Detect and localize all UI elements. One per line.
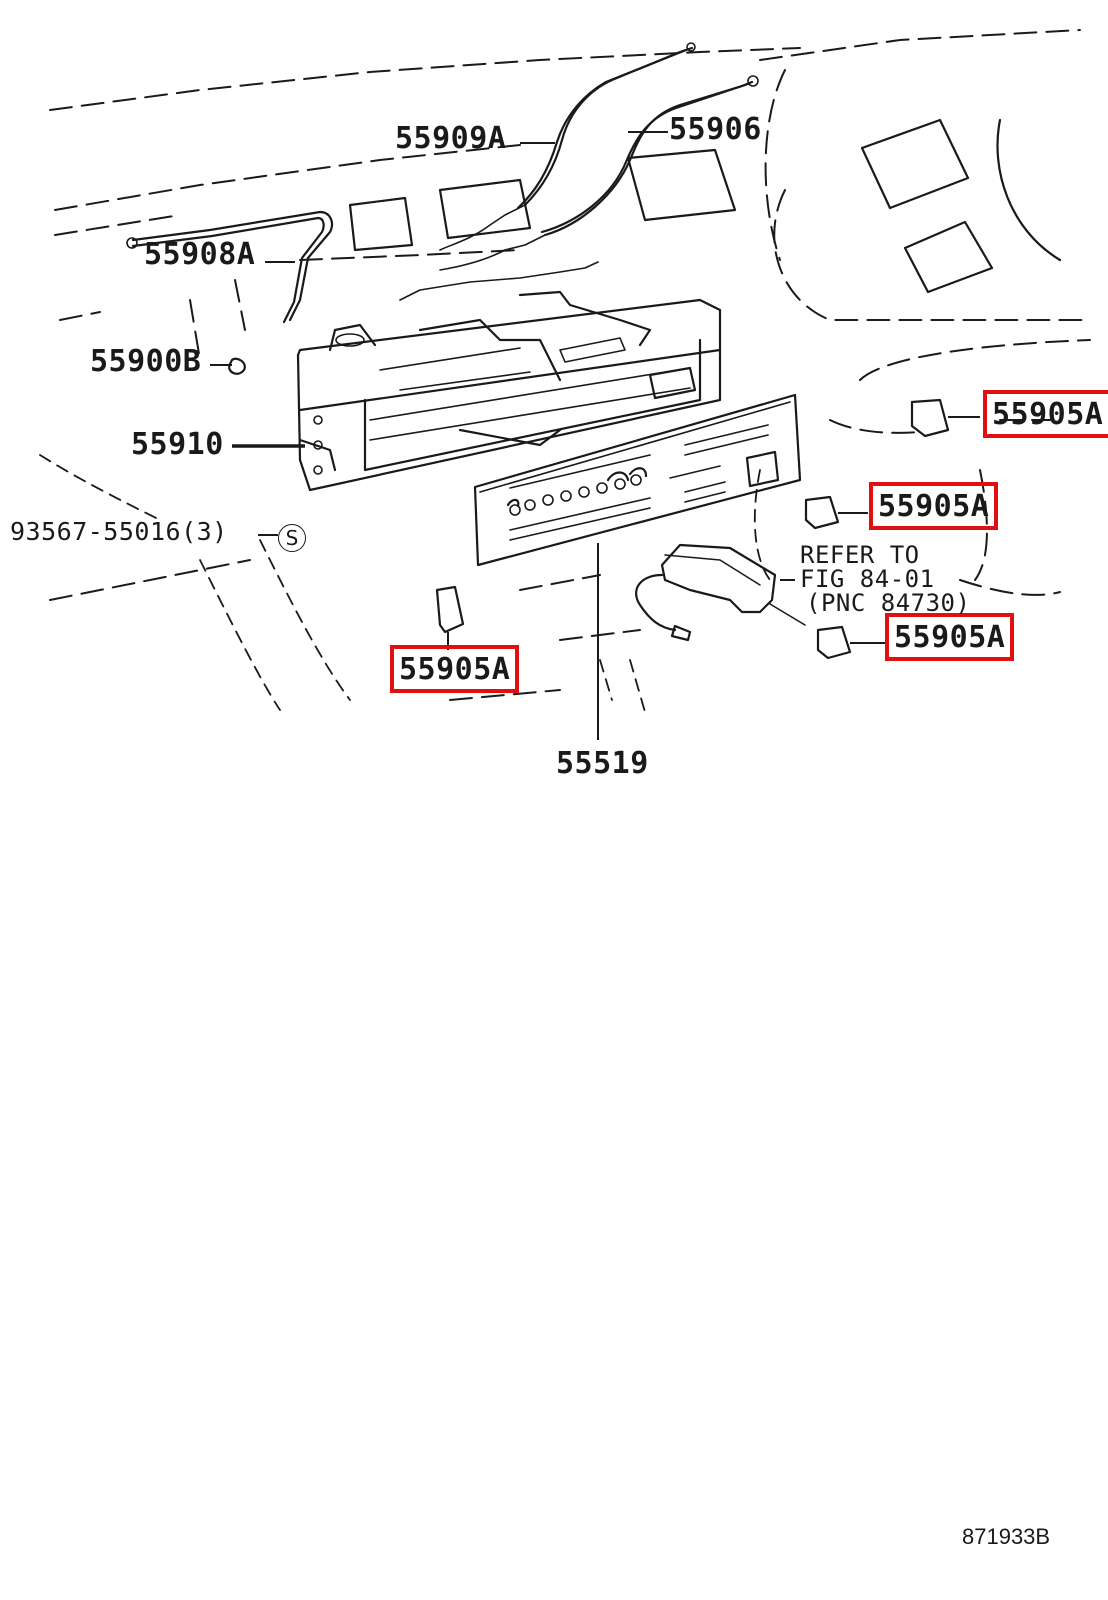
reference-note: REFER TO FIG 84-01 (PNC 84730) <box>800 543 970 615</box>
part-label-55909a[interactable]: 55909A <box>395 121 507 156</box>
part-label-55905a-left[interactable]: 55905A <box>390 645 520 693</box>
dashboard-outline <box>39 29 1091 713</box>
control-faceplate <box>473 393 802 567</box>
reference-line-3: (PNC 84730) <box>806 589 971 617</box>
reference-line-2: FIG 84-01 <box>800 565 935 593</box>
reference-line-1: REFER TO <box>800 541 920 569</box>
screw-symbol-icon: S <box>278 524 306 552</box>
part-label-55905a-middle[interactable]: 55905A <box>869 482 999 530</box>
leader-lines <box>210 131 980 740</box>
part-label-55905a-right-bottom[interactable]: 55905A <box>885 613 1015 661</box>
part-label-screw[interactable]: 93567-55016(3) <box>10 517 228 546</box>
dashboard-vents <box>348 118 1062 294</box>
heater-control-assembly <box>296 290 722 492</box>
part-label-55908a[interactable]: 55908A <box>144 237 256 272</box>
diagram-code: 871933B <box>962 1524 1051 1549</box>
part-label-55910[interactable]: 55910 <box>131 427 224 462</box>
part-label-55906[interactable]: 55906 <box>669 112 762 147</box>
part-label-55519[interactable]: 55519 <box>556 746 649 781</box>
part-label-55900b[interactable]: 55900B <box>90 344 202 379</box>
control-cables <box>126 42 759 375</box>
part-label-55905a-right-top[interactable]: 55905A <box>983 390 1108 438</box>
knobs <box>435 398 950 660</box>
blower-switch <box>635 543 806 642</box>
